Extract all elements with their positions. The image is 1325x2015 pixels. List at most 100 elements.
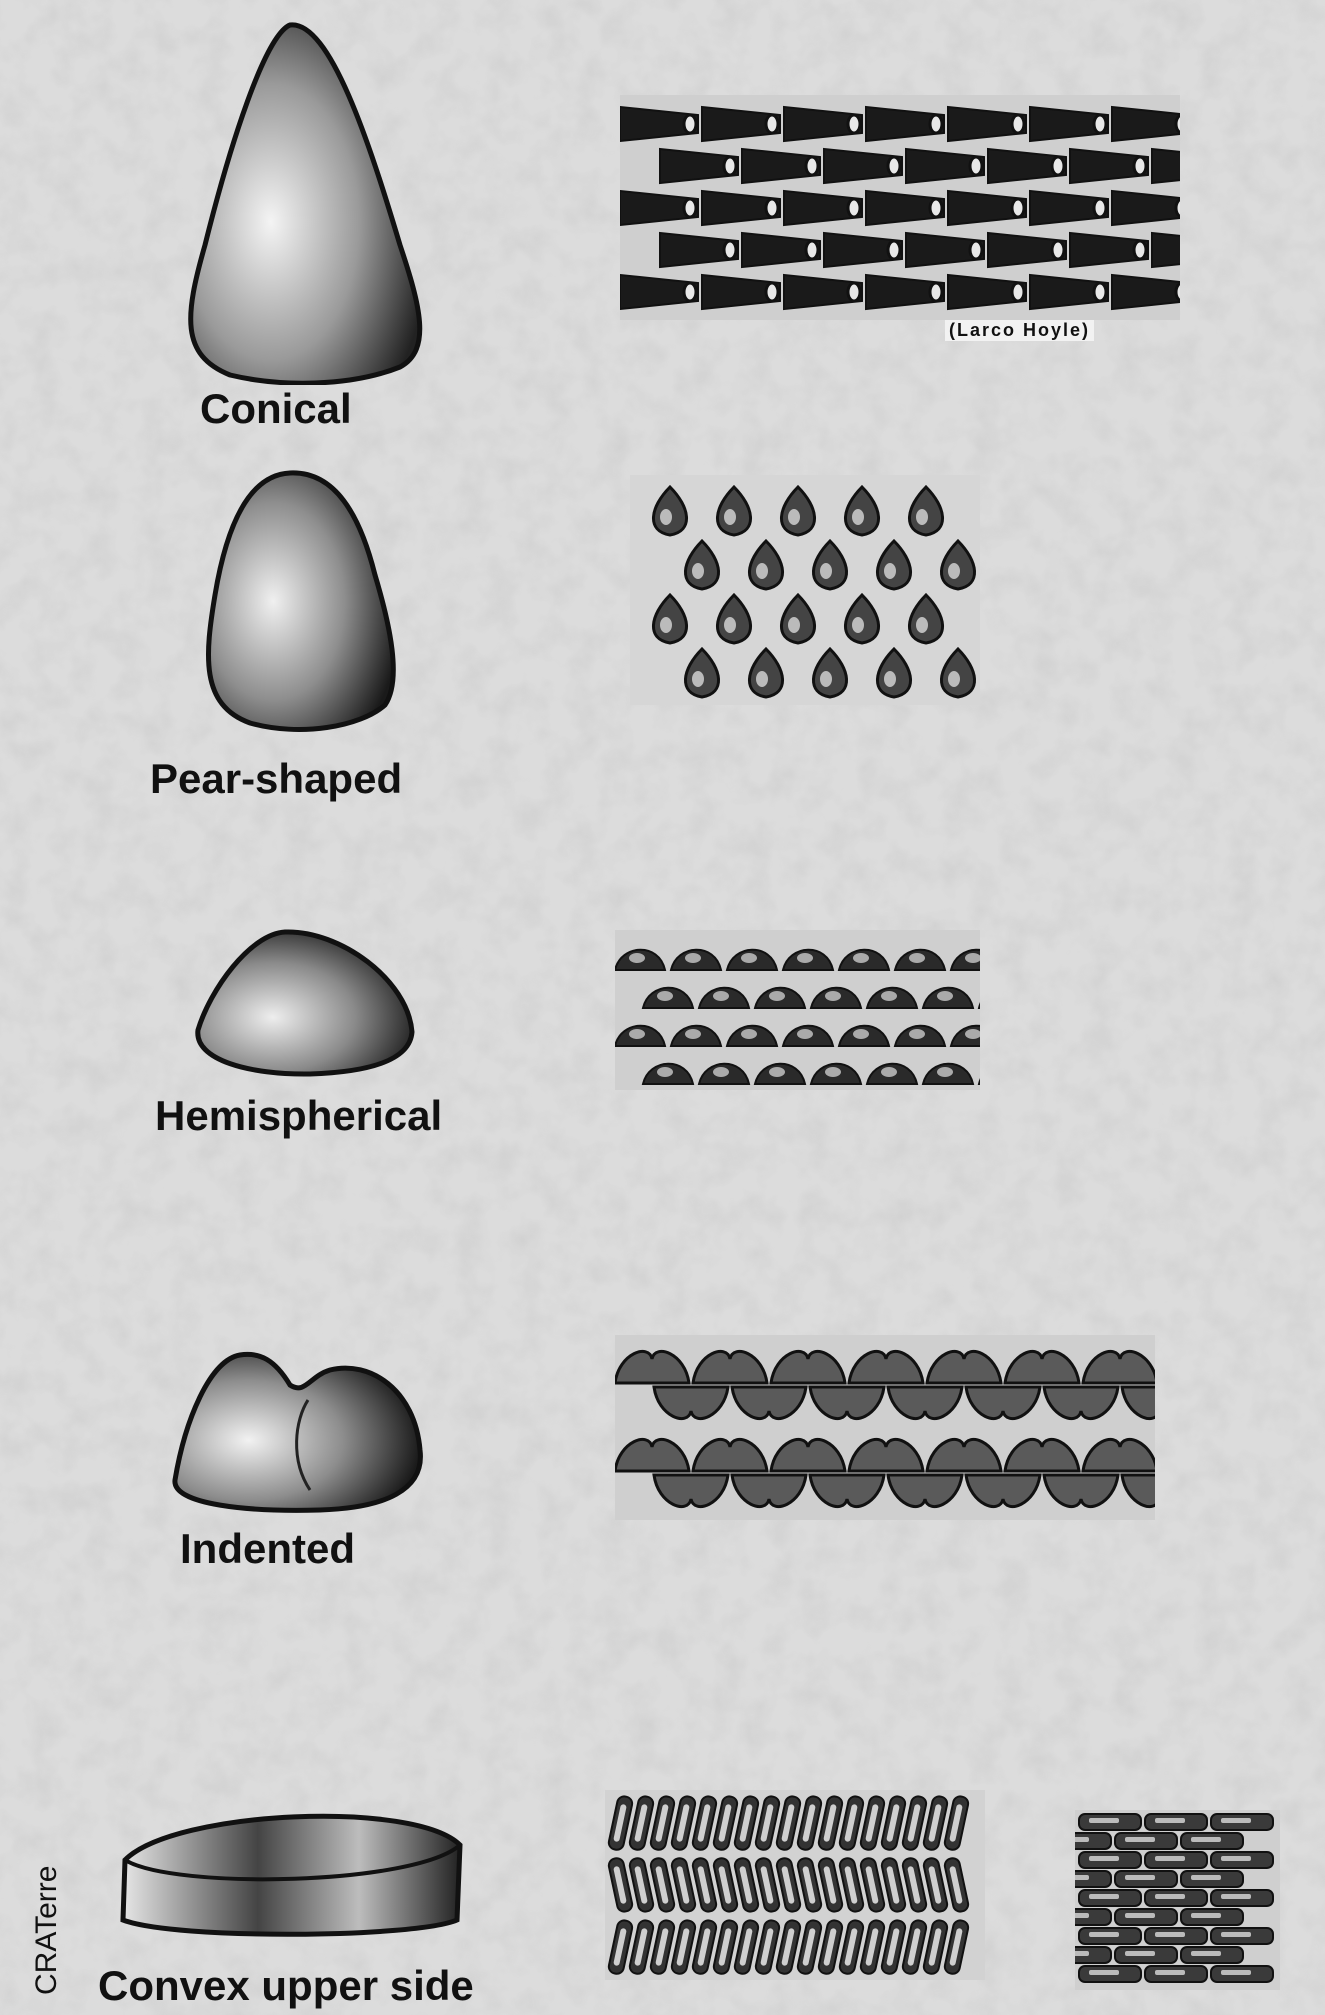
flat-brick-highlight	[1155, 1856, 1185, 1861]
dome-highlight	[629, 953, 645, 963]
pear-shaped-brick-shape	[190, 465, 400, 735]
flat-brick-highlight	[1221, 1856, 1251, 1861]
flat-brick-highlight	[1075, 1951, 1089, 1956]
flat-brick-highlight	[1221, 1894, 1251, 1899]
flat-brick-highlight	[1089, 1818, 1119, 1823]
pear-highlight	[852, 617, 864, 633]
flat-brick-highlight	[1221, 1932, 1251, 1937]
flat-brick-highlight	[1125, 1913, 1155, 1918]
dome-highlight	[657, 991, 673, 1001]
cone-tip	[766, 283, 778, 301]
cone-tip	[888, 157, 900, 175]
cone-tip	[970, 241, 982, 259]
cone-tip	[888, 241, 900, 259]
convex-herringbone-wall-pattern	[605, 1790, 985, 1980]
dome-highlight	[853, 953, 869, 963]
flat-brick-highlight	[1125, 1951, 1155, 1956]
flat-brick-highlight	[1221, 1970, 1251, 1975]
dome-highlight	[769, 1067, 785, 1077]
pear-highlight	[820, 563, 832, 579]
cone-tip	[1134, 241, 1146, 259]
dome-highlight	[909, 953, 925, 963]
pear-highlight	[916, 509, 928, 525]
flat-brick-highlight	[1125, 1875, 1155, 1880]
cone-tip	[684, 115, 696, 133]
pear-highlight	[948, 671, 960, 687]
dome-highlight	[741, 953, 757, 963]
pear-highlight	[756, 563, 768, 579]
pear-highlight	[852, 509, 864, 525]
dome-highlight	[881, 991, 897, 1001]
cone-tip	[930, 115, 942, 133]
dome-highlight	[909, 1029, 925, 1039]
convex-stacked-wall-pattern	[1075, 1810, 1280, 1990]
flat-brick-highlight	[1125, 1837, 1155, 1842]
dome-highlight	[685, 953, 701, 963]
pear-highlight	[884, 563, 896, 579]
dome-highlight	[713, 1067, 729, 1077]
dome-highlight	[937, 1067, 953, 1077]
cone-tip	[684, 283, 696, 301]
dome-highlight	[797, 953, 813, 963]
dome-highlight	[629, 1029, 645, 1039]
flat-brick-highlight	[1191, 1875, 1221, 1880]
cone-tip	[1176, 199, 1180, 217]
pear-highlight	[884, 671, 896, 687]
indented-brick-shape	[170, 1340, 430, 1520]
flat-brick-highlight	[1089, 1932, 1119, 1937]
flat-brick-highlight	[1155, 1818, 1185, 1823]
flat-brick-highlight	[1089, 1970, 1119, 1975]
cone-brick	[1152, 149, 1180, 183]
label-indented: Indented	[180, 1525, 355, 1573]
conical-brick-shape	[170, 15, 430, 385]
side-credit: CRATerre	[30, 1866, 64, 1995]
pear-highlight	[660, 509, 672, 525]
dome-highlight	[657, 1067, 673, 1077]
pear-highlight	[788, 617, 800, 633]
cone-tip	[1012, 283, 1024, 301]
pattern-credit: (Larco Hoyle)	[945, 320, 1094, 341]
dome-highlight	[853, 1029, 869, 1039]
flat-brick-highlight	[1075, 1875, 1089, 1880]
label-conical: Conical	[200, 385, 352, 433]
hemispherical-brick-shape	[190, 920, 420, 1085]
cone-tip	[684, 199, 696, 217]
label-convex-upper-side: Convex upper side	[98, 1962, 474, 2010]
flat-brick-highlight	[1191, 1913, 1221, 1918]
cone-tip	[930, 283, 942, 301]
hemispherical-wall-pattern	[615, 930, 980, 1090]
pear-highlight	[788, 509, 800, 525]
pear-highlight	[724, 509, 736, 525]
dome-highlight	[685, 1029, 701, 1039]
dome-highlight	[881, 1067, 897, 1077]
label-pear-shaped: Pear-shaped	[150, 755, 402, 803]
conical-wall-pattern	[620, 95, 1180, 320]
convex-upper-side-brick-shape	[115, 1790, 470, 1945]
cone-tip	[1176, 283, 1180, 301]
cone-tip	[1012, 199, 1024, 217]
dome-highlight	[825, 1067, 841, 1077]
cone-brick	[1112, 275, 1180, 309]
flat-brick-highlight	[1155, 1932, 1185, 1937]
flat-brick-highlight	[1089, 1856, 1119, 1861]
cone-tip	[724, 241, 736, 259]
flat-brick-highlight	[1089, 1894, 1119, 1899]
dome-highlight	[797, 1029, 813, 1039]
pear-highlight	[820, 671, 832, 687]
cone-tip	[766, 199, 778, 217]
cone-tip	[1134, 157, 1146, 175]
dome-highlight	[713, 991, 729, 1001]
indented-wall-pattern	[615, 1335, 1155, 1520]
cone-tip	[1052, 157, 1064, 175]
pear-highlight	[692, 671, 704, 687]
cone-tip	[724, 157, 736, 175]
dome-highlight	[741, 1029, 757, 1039]
cone-tip	[806, 157, 818, 175]
cone-brick	[1112, 107, 1180, 141]
pear-highlight	[692, 563, 704, 579]
label-hemispherical: Hemispherical	[155, 1092, 442, 1140]
pear-shaped-wall-pattern	[630, 475, 980, 705]
cone-tip	[848, 283, 860, 301]
cone-brick	[1112, 191, 1180, 225]
flat-brick-highlight	[1155, 1970, 1185, 1975]
